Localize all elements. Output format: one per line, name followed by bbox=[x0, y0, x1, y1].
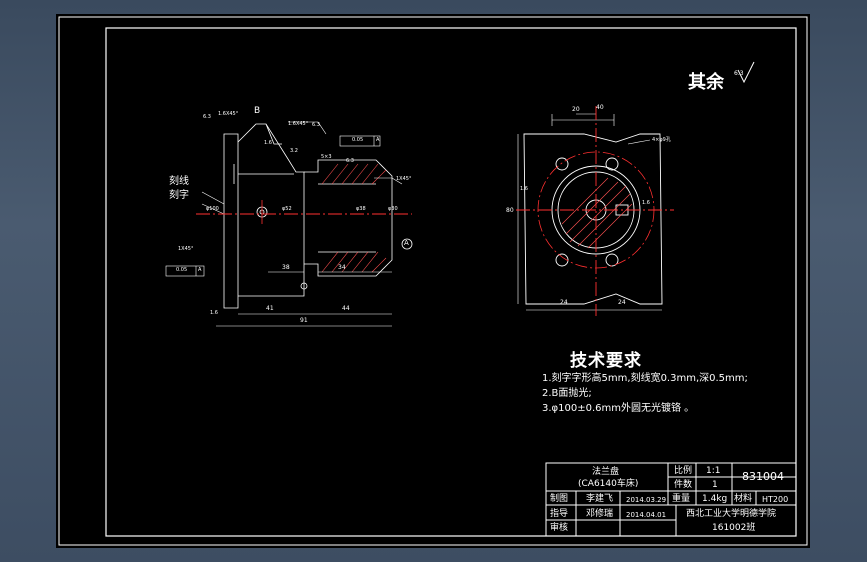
drawing-canvas bbox=[58, 16, 808, 546]
datum-a-circle bbox=[401, 238, 413, 250]
section-view bbox=[165, 121, 413, 327]
surface-note: 其余 bbox=[688, 72, 724, 93]
dim-phi30: φ30 bbox=[388, 206, 398, 212]
roughness-symbol bbox=[737, 61, 755, 84]
rough-4: 3.2 bbox=[290, 148, 298, 154]
tb-qty-value: 1 bbox=[712, 480, 718, 490]
engrave-char-label: 刻字 bbox=[169, 190, 189, 201]
title-block bbox=[545, 462, 797, 537]
bolt-hole-2 bbox=[605, 157, 619, 171]
rough-left-front: 1.6 bbox=[520, 186, 528, 192]
tech-title: 技术要求 bbox=[570, 351, 642, 371]
dim-24-right: 24 bbox=[618, 299, 626, 306]
fcf-top-value: 0.05 bbox=[352, 137, 364, 143]
sheet-border bbox=[58, 16, 808, 546]
dim-34: 34 bbox=[338, 264, 346, 271]
dim-phi100: φ100 bbox=[206, 206, 219, 212]
dim-5x3: 5×3 bbox=[321, 154, 332, 160]
flange-body bbox=[237, 123, 305, 297]
tb-scale-value: 1:1 bbox=[706, 466, 721, 476]
tb-weight-value: 1.4kg bbox=[702, 494, 728, 504]
bore-lines bbox=[318, 183, 376, 253]
fcf-top-datum: A bbox=[376, 137, 380, 143]
drawing-frame bbox=[105, 27, 797, 537]
hatch-front bbox=[561, 177, 633, 249]
tb-qty-label: 件数 bbox=[674, 480, 693, 490]
bevel-line bbox=[265, 123, 282, 145]
tech-item-2: 2.B面抛光; bbox=[542, 388, 592, 399]
hole-callout: 4×φ9孔 bbox=[652, 137, 671, 143]
tb-part-sub: (CA6140车床) bbox=[578, 479, 639, 489]
dim-80: 80 bbox=[506, 207, 514, 214]
hole-callout-leader bbox=[627, 139, 651, 145]
engrave-leaders bbox=[201, 191, 225, 215]
tb-drawing-no: 831004 bbox=[742, 470, 784, 483]
dim-44: 44 bbox=[342, 305, 350, 312]
tb-drawn-label: 制图 bbox=[550, 494, 569, 504]
fcf-left-value: 0.05 bbox=[176, 267, 188, 273]
rough-3: 1.6 bbox=[264, 140, 272, 146]
datum-b-label: B bbox=[254, 106, 261, 116]
hatch-section bbox=[321, 163, 387, 273]
tb-scale-label: 比例 bbox=[674, 466, 693, 476]
engrave-line-label: 刻线 bbox=[169, 176, 189, 187]
drawing-sheet: B 刻线 刻字 1.6X45° 1.6X45° 1X45° 1X45° 0.05… bbox=[56, 14, 810, 548]
rough-right-front: 1.6 bbox=[642, 200, 650, 206]
dim-24-left: 24 bbox=[560, 299, 568, 306]
dim-40: 40 bbox=[596, 104, 604, 111]
chamfer-leader bbox=[288, 121, 327, 135]
tb-drawn-name: 李建飞 bbox=[586, 494, 614, 504]
fcf-left bbox=[165, 265, 205, 277]
dim-line-40 bbox=[551, 114, 615, 126]
datum-a-label: A bbox=[404, 239, 409, 247]
engrave-line-mark bbox=[233, 164, 294, 184]
bolt-hole-1 bbox=[555, 157, 569, 171]
dim-phi52: φ52 bbox=[282, 206, 292, 212]
tb-checker-label: 指导 bbox=[550, 509, 569, 519]
roughness-value: 6.3 bbox=[734, 70, 744, 77]
dim-41: 41 bbox=[266, 305, 274, 312]
chamfer-leader-right bbox=[374, 177, 403, 185]
tb-school: 西北工业大学明德学院 bbox=[686, 509, 777, 519]
dim-phi38: φ38 bbox=[356, 206, 366, 212]
tb-checker-name: 邓修瑞 bbox=[586, 509, 614, 519]
rough-1: 6.3 bbox=[203, 114, 211, 120]
hub-outline bbox=[304, 159, 393, 277]
chamfer-label-1: 1.6X45° bbox=[218, 111, 239, 117]
tb-drawn-date: 2014.03.29 bbox=[626, 496, 667, 504]
tech-item-1: 1.刻字字形高5mm,刻线宽0.3mm,深0.5mm; bbox=[542, 373, 748, 384]
tb-material-value: HT200 bbox=[762, 495, 789, 504]
tb-class-no: 161002班 bbox=[712, 523, 756, 533]
tb-checker-date: 2014.04.01 bbox=[626, 511, 667, 519]
dim-91: 91 bbox=[300, 317, 308, 324]
dim-20: 20 bbox=[572, 106, 580, 113]
tech-item-3: 3.φ100±0.6mm外圆无光镀铬 。 bbox=[542, 403, 695, 414]
rough-2: 6.3 bbox=[312, 122, 320, 128]
flange-profile bbox=[523, 133, 663, 305]
bolt-hole-3 bbox=[555, 253, 569, 267]
chamfer-label-4: 1X45° bbox=[178, 246, 194, 252]
rough-6: 6.3 bbox=[346, 158, 354, 164]
flange-plate bbox=[223, 133, 239, 309]
chamfer-label-3: 1X45° bbox=[396, 176, 412, 182]
chamfer-label-2: 1.6X45° bbox=[288, 121, 309, 127]
tb-review-label: 审核 bbox=[550, 523, 569, 533]
tb-material-label: 材料 bbox=[734, 494, 753, 504]
bolt-hole-4 bbox=[605, 253, 619, 267]
rough-5: 1.6 bbox=[210, 310, 218, 316]
dim-38: 38 bbox=[282, 264, 290, 271]
tb-weight-label: 重量 bbox=[672, 494, 691, 504]
front-view bbox=[517, 113, 663, 311]
tb-part-name: 法兰盘 bbox=[592, 467, 620, 477]
fcf-top bbox=[339, 135, 381, 147]
fcf-left-datum: A bbox=[198, 267, 202, 273]
bolt-hole-small bbox=[300, 282, 308, 290]
